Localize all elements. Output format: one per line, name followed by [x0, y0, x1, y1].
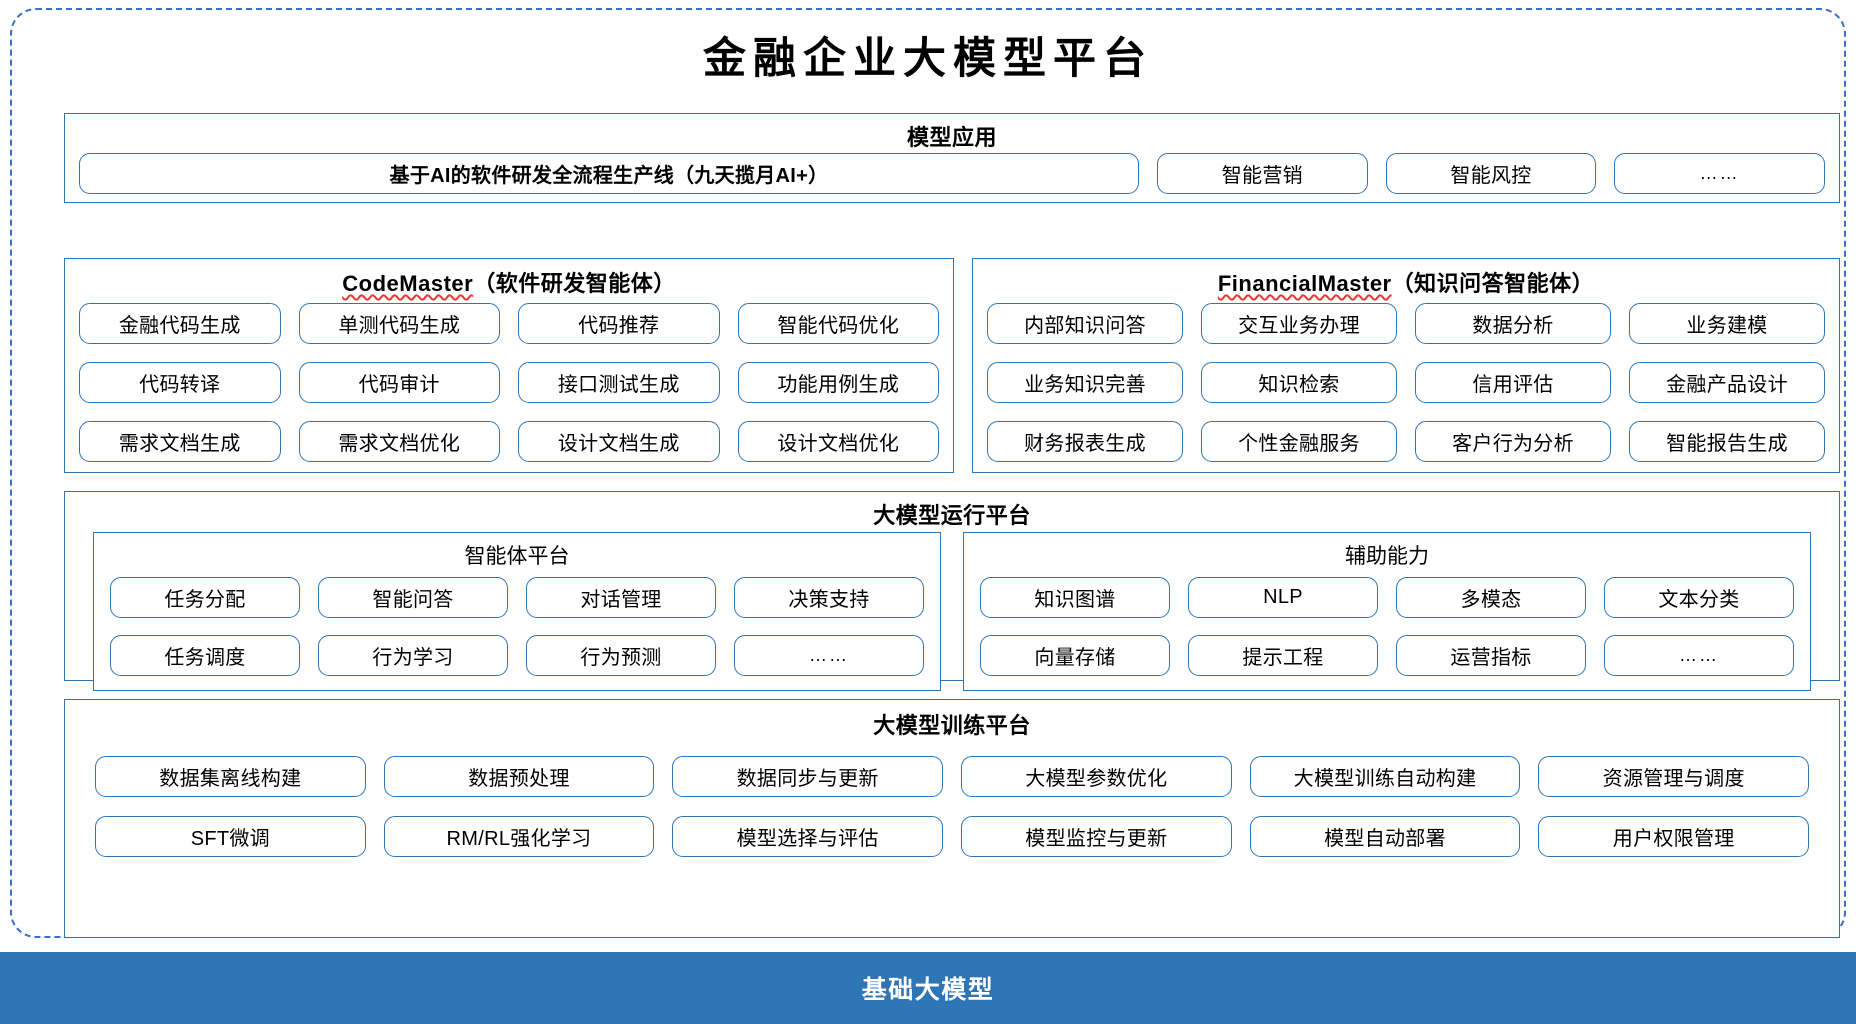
fm-chip-3-1[interactable]: 财务报表生成: [987, 421, 1183, 462]
ap-chip-2-4-more[interactable]: ……: [734, 635, 924, 676]
fm-chip-1-1[interactable]: 内部知识问答: [987, 303, 1183, 344]
tr-chip-2-2[interactable]: RM/RL强化学习: [383, 816, 655, 857]
aux-chip-2-3[interactable]: 运营指标: [1396, 635, 1586, 676]
cm-chip-3-2[interactable]: 需求文档优化: [298, 421, 500, 462]
aux-chip-2-1[interactable]: 向量存储: [980, 635, 1170, 676]
section-model-applications: 模型应用 基于AI的软件研发全流程生产线（九天揽月AI+） 智能营销 智能风控 …: [64, 113, 1840, 203]
codemaster-row-3: 需求文档生成 需求文档优化 设计文档生成 设计文档优化: [79, 421, 939, 462]
auxiliary-row-1: 知识图谱 NLP 多模态 文本分类: [980, 577, 1794, 618]
model-applications-row: 基于AI的软件研发全流程生产线（九天揽月AI+） 智能营销 智能风控 ……: [79, 153, 1826, 194]
aux-chip-1-2[interactable]: NLP: [1188, 577, 1378, 618]
cm-chip-1-2[interactable]: 单测代码生成: [298, 303, 500, 344]
fm-chip-3-4[interactable]: 智能报告生成: [1629, 421, 1825, 462]
subpanel-title-agent-platform: 智能体平台: [464, 545, 570, 568]
section-runtime-platform: 大模型运行平台 智能体平台 任务分配 智能问答 对话管理 决策支持 任务调度 行…: [64, 491, 1840, 691]
cm-chip-3-4[interactable]: 设计文档优化: [737, 421, 939, 462]
subpanel-agent-platform: 智能体平台 任务分配 智能问答 对话管理 决策支持 任务调度 行为学习 行为预测…: [93, 532, 941, 691]
ap-chip-2-2[interactable]: 行为学习: [318, 635, 508, 676]
runtime-subpanels: 智能体平台 任务分配 智能问答 对话管理 决策支持 任务调度 行为学习 行为预测…: [93, 532, 1811, 691]
fm-chip-2-2[interactable]: 知识检索: [1201, 362, 1397, 403]
codemaster-row-1: 金融代码生成 单测代码生成 代码推荐 智能代码优化: [79, 303, 939, 344]
tr-chip-1-1[interactable]: 数据集离线构建: [95, 756, 366, 797]
ap-chip-1-2[interactable]: 智能问答: [318, 577, 508, 618]
app-item-smart-risk-control[interactable]: 智能风控: [1385, 153, 1597, 194]
section-training-platform: 大模型训练平台 数据集离线构建 数据预处理 数据同步与更新 大模型参数优化 大模…: [64, 699, 1840, 938]
agent-platform-row-1: 任务分配 智能问答 对话管理 决策支持: [110, 577, 924, 618]
agent-platform-row-2: 任务调度 行为学习 行为预测 ……: [110, 635, 924, 676]
fm-chip-2-4[interactable]: 金融产品设计: [1629, 362, 1825, 403]
cm-chip-3-3[interactable]: 设计文档生成: [518, 421, 720, 462]
fm-row-1: 内部知识问答 交互业务办理 数据分析 业务建模: [987, 303, 1825, 344]
subpanel-auxiliary-capability: 辅助能力 知识图谱 NLP 多模态 文本分类 向量存储 提示工程 运营指标 ……: [963, 532, 1811, 691]
page-title: 金融企业大模型平台: [703, 34, 1153, 84]
section-title-financialmaster: FinancialMaster（知识问答智能体）: [973, 266, 1839, 298]
tr-chip-1-2[interactable]: 数据预处理: [383, 756, 655, 797]
cm-chip-3-1[interactable]: 需求文档生成: [79, 421, 281, 462]
aux-chip-1-4[interactable]: 文本分类: [1604, 577, 1794, 618]
fm-chip-2-3[interactable]: 信用评估: [1415, 362, 1611, 403]
aux-chip-1-1[interactable]: 知识图谱: [980, 577, 1170, 618]
fm-chip-3-3[interactable]: 客户行为分析: [1415, 421, 1611, 462]
ap-chip-2-1[interactable]: 任务调度: [110, 635, 300, 676]
cm-chip-2-1[interactable]: 代码转译: [79, 362, 281, 403]
foundation-model-bar: 基础大模型: [0, 952, 1856, 1024]
auxiliary-row-2: 向量存储 提示工程 运营指标 ……: [980, 635, 1794, 676]
tr-chip-1-6[interactable]: 资源管理与调度: [1538, 756, 1810, 797]
tr-chip-2-3[interactable]: 模型选择与评估: [672, 816, 944, 857]
codemaster-capability-grid: 金融代码生成 单测代码生成 代码推荐 智能代码优化 代码转译 代码审计 接口测试…: [79, 303, 939, 462]
cm-chip-2-4[interactable]: 功能用例生成: [737, 362, 939, 403]
financialmaster-suffix: （知识问答智能体）: [1391, 271, 1595, 296]
subpanel-title-auxiliary-capability: 辅助能力: [1345, 545, 1429, 568]
ap-chip-2-3[interactable]: 行为预测: [526, 635, 716, 676]
fm-chip-2-1[interactable]: 业务知识完善: [987, 362, 1183, 403]
cm-chip-2-3[interactable]: 接口测试生成: [518, 362, 720, 403]
platform-outer-frame: 金融企业大模型平台 模型应用 基于AI的软件研发全流程生产线（九天揽月AI+） …: [10, 8, 1846, 938]
tr-chip-1-5[interactable]: 大模型训练自动构建: [1249, 756, 1521, 797]
section-title-runtime-platform: 大模型运行平台: [873, 503, 1031, 528]
fm-chip-1-4[interactable]: 业务建模: [1629, 303, 1825, 344]
aux-chip-2-4-more[interactable]: ……: [1604, 635, 1794, 676]
cm-chip-1-4[interactable]: 智能代码优化: [737, 303, 939, 344]
app-item-more[interactable]: ……: [1614, 153, 1826, 194]
training-row-2: SFT微调 RM/RL强化学习 模型选择与评估 模型监控与更新 模型自动部署 用…: [95, 816, 1810, 857]
fm-row-3: 财务报表生成 个性金融服务 客户行为分析 智能报告生成: [987, 421, 1825, 462]
financialmaster-capability-grid: 内部知识问答 交互业务办理 数据分析 业务建模 业务知识完善 知识检索 信用评估…: [987, 303, 1825, 462]
ap-chip-1-1[interactable]: 任务分配: [110, 577, 300, 618]
codemaster-name: CodeMaster: [342, 271, 474, 296]
cm-chip-2-2[interactable]: 代码审计: [298, 362, 500, 403]
section-title-training-platform: 大模型训练平台: [873, 713, 1031, 738]
tr-chip-1-3[interactable]: 数据同步与更新: [672, 756, 944, 797]
training-capability-grid: 数据集离线构建 数据预处理 数据同步与更新 大模型参数优化 大模型训练自动构建 …: [95, 756, 1810, 857]
aux-chip-2-2[interactable]: 提示工程: [1188, 635, 1378, 676]
section-codemaster: CodeMaster（软件研发智能体） 金融代码生成 单测代码生成 代码推荐 智…: [64, 258, 954, 473]
tr-chip-2-1[interactable]: SFT微调: [95, 816, 366, 857]
codemaster-row-2: 代码转译 代码审计 接口测试生成 功能用例生成: [79, 362, 939, 403]
training-row-1: 数据集离线构建 数据预处理 数据同步与更新 大模型参数优化 大模型训练自动构建 …: [95, 756, 1810, 797]
section-title-model-applications: 模型应用: [906, 125, 997, 150]
section-financialmaster: FinancialMaster（知识问答智能体） 内部知识问答 交互业务办理 数…: [972, 258, 1840, 473]
fm-row-2: 业务知识完善 知识检索 信用评估 金融产品设计: [987, 362, 1825, 403]
app-item-smart-marketing[interactable]: 智能营销: [1157, 153, 1368, 194]
financialmaster-name: FinancialMaster: [1217, 271, 1392, 296]
tr-chip-2-6[interactable]: 用户权限管理: [1538, 816, 1810, 857]
fm-chip-3-2[interactable]: 个性金融服务: [1201, 421, 1397, 462]
cm-chip-1-1[interactable]: 金融代码生成: [79, 303, 281, 344]
section-title-codemaster: CodeMaster（软件研发智能体）: [65, 266, 953, 298]
tr-chip-2-4[interactable]: 模型监控与更新: [961, 816, 1232, 857]
tr-chip-1-4[interactable]: 大模型参数优化: [961, 756, 1232, 797]
aux-chip-1-3[interactable]: 多模态: [1396, 577, 1586, 618]
codemaster-suffix: （软件研发智能体）: [473, 271, 676, 296]
app-item-ai-pipeline[interactable]: 基于AI的软件研发全流程生产线（九天揽月AI+）: [79, 153, 1139, 194]
ap-chip-1-3[interactable]: 对话管理: [526, 577, 716, 618]
ap-chip-1-4[interactable]: 决策支持: [734, 577, 924, 618]
fm-chip-1-3[interactable]: 数据分析: [1415, 303, 1611, 344]
cm-chip-1-3[interactable]: 代码推荐: [518, 303, 720, 344]
tr-chip-2-5[interactable]: 模型自动部署: [1249, 816, 1521, 857]
fm-chip-1-2[interactable]: 交互业务办理: [1201, 303, 1397, 344]
